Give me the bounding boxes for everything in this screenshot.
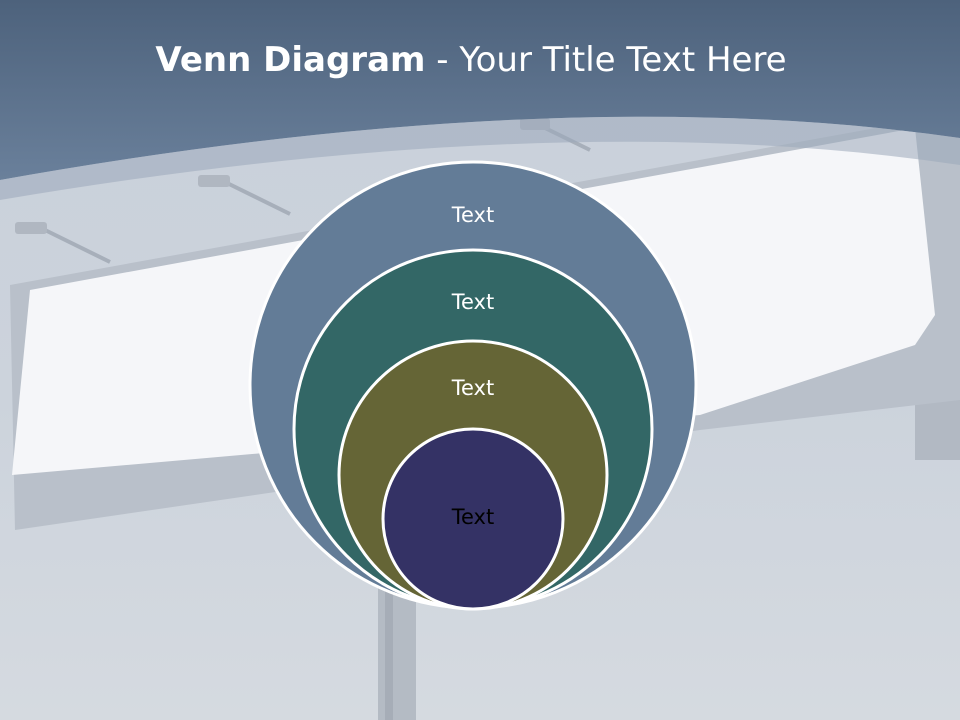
title-bold: Venn Diagram [155, 40, 426, 80]
title-rest: - Your Title Text Here [425, 40, 787, 80]
header-band [0, 0, 960, 180]
ring-1-label: Text [451, 203, 495, 227]
ring-4-label: Text [451, 505, 495, 529]
ring-3-label: Text [451, 376, 495, 400]
ring-4-circle [381, 427, 565, 611]
slide-title: Venn Diagram - Your Title Text Here [0, 40, 942, 80]
ring-2-label: Text [451, 290, 495, 314]
